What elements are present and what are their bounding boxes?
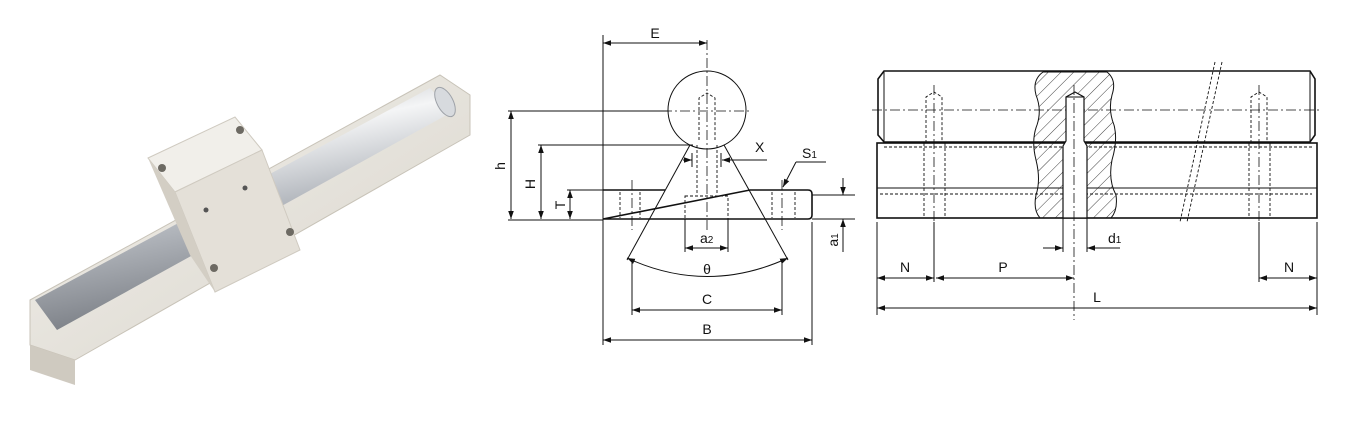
pillow-block-side <box>148 158 215 292</box>
H-label: H <box>522 179 538 189</box>
mount-hole <box>286 228 294 236</box>
mount-hole <box>203 207 209 213</box>
C-label: C <box>702 291 712 307</box>
shaft-end <box>434 86 456 118</box>
d1-label: d1 <box>1108 230 1122 246</box>
pillow-block-front <box>174 149 301 293</box>
L-label: L <box>1093 289 1101 305</box>
X-label: X <box>755 139 765 155</box>
mount-hole <box>158 164 166 172</box>
S1-label: S1 <box>802 145 817 161</box>
P-label: P <box>998 259 1007 275</box>
product-photo <box>29 74 471 385</box>
a1-label: a1 <box>825 233 841 247</box>
h-label: h <box>492 162 508 170</box>
mount-hole <box>210 264 218 272</box>
a2-label: a2 <box>700 230 714 246</box>
support-plate <box>602 189 813 220</box>
N-left-label: N <box>900 259 910 275</box>
N-right-label: N <box>1284 259 1294 275</box>
mount-hole <box>242 185 248 191</box>
theta-label: θ <box>703 261 711 277</box>
shaft-circle <box>667 70 747 150</box>
side-view-drawing: d1 N P N L <box>872 61 1322 320</box>
thread-hole <box>1062 91 1088 219</box>
rail-base-side <box>30 345 75 385</box>
mount-hole <box>236 126 244 134</box>
B-label: B <box>702 321 711 337</box>
E-label: E <box>650 25 659 41</box>
T-label: T <box>552 200 568 209</box>
cross-section-drawing: θ E h H T X S1 a1 <box>492 25 855 345</box>
